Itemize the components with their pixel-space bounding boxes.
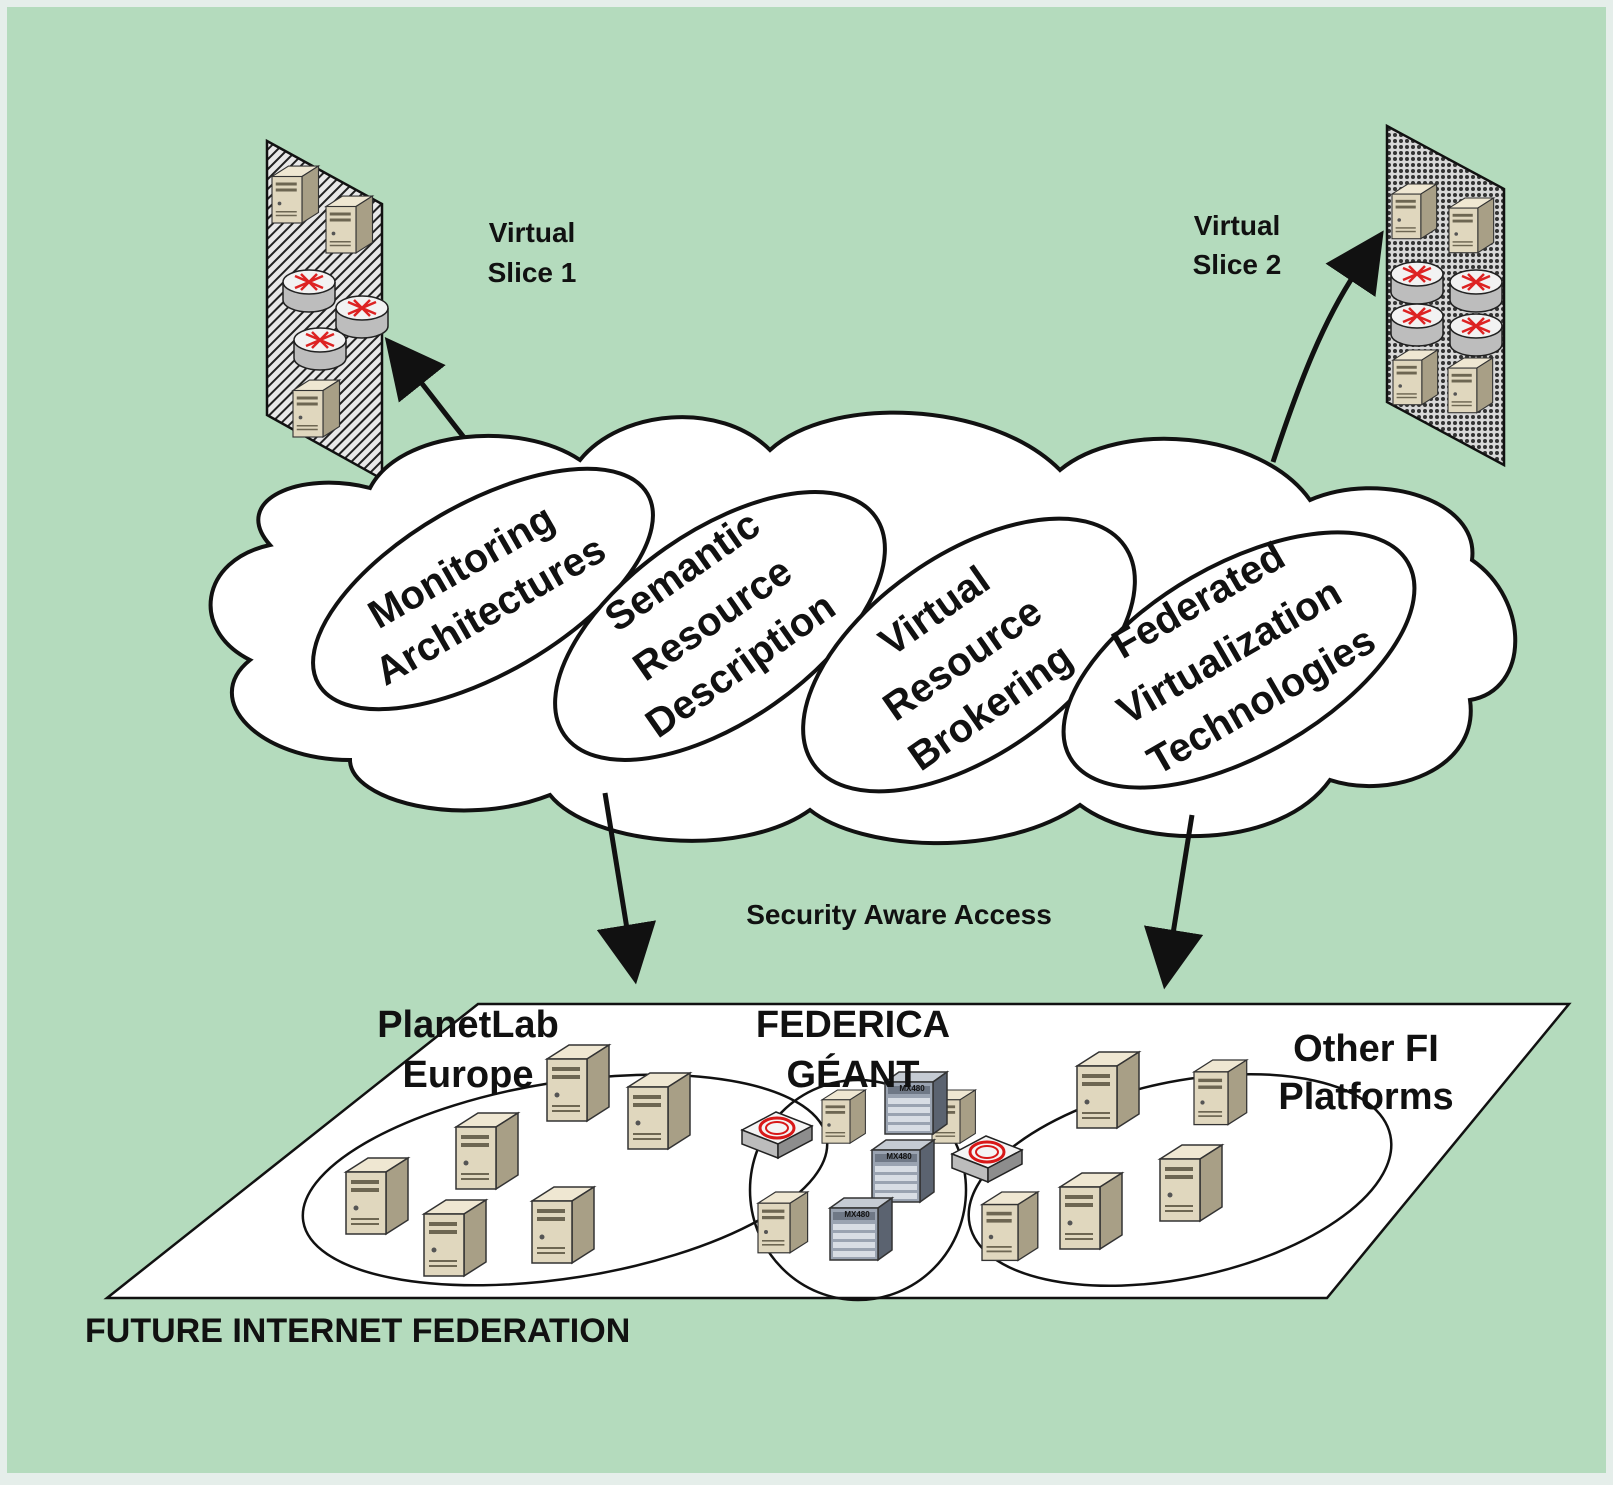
slice2-label-line1: Virtual xyxy=(1194,210,1281,241)
other-platforms-ellipse xyxy=(967,1072,1393,1288)
slice1-label-line1: Virtual xyxy=(489,217,576,248)
planetlab-label-line2: Europe xyxy=(403,1054,534,1096)
federica-ellipse xyxy=(748,1078,968,1302)
future-internet-federation-label: FUTURE INTERNET FEDERATION xyxy=(85,1312,630,1350)
concept-brokering: Virtual Resource Brokering xyxy=(801,516,1137,794)
arrow-down-right xyxy=(1143,814,1204,990)
arrow-down-left xyxy=(596,792,657,985)
virtual-slice-2-panel xyxy=(1385,123,1506,468)
slice1-label-line2: Slice 1 xyxy=(488,257,577,288)
other-platforms-label-line1: Other FI xyxy=(1293,1028,1439,1070)
mx480-label: MX480 xyxy=(844,1210,870,1219)
arrow-to-slice-2 xyxy=(1270,230,1384,463)
mx480-label: MX480 xyxy=(886,1152,912,1161)
planetlab-label-line1: PlanetLab xyxy=(377,1004,559,1046)
mx480-label: MX480 xyxy=(899,1084,925,1093)
federica-label-line1: FEDERICA xyxy=(756,1004,950,1046)
federica-label-line2: GÉANT xyxy=(787,1052,920,1096)
other-platforms-label-line2: Platforms xyxy=(1278,1076,1453,1118)
slice2-label-line2: Slice 2 xyxy=(1193,249,1282,280)
security-aware-access-label: Security Aware Access xyxy=(746,899,1052,930)
